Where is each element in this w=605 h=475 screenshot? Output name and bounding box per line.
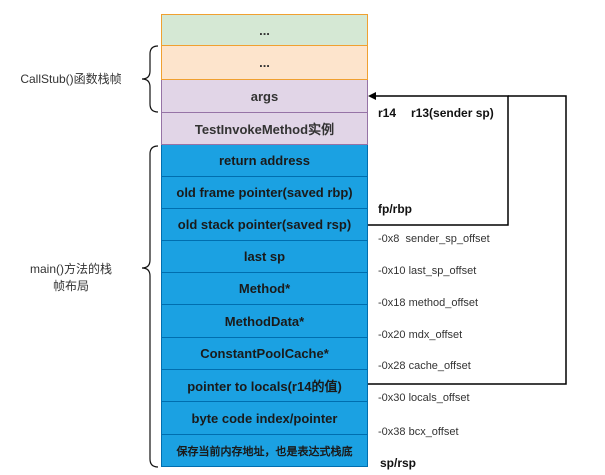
stack-cell-top-ellipsis: ... bbox=[161, 14, 368, 46]
stack-cell-byte-code-index: byte code index/pointer bbox=[161, 402, 368, 435]
sender-sp-arrow bbox=[368, 95, 509, 226]
stack-cell-method-data: MethodData* bbox=[161, 305, 368, 338]
stack-cell-method: Method* bbox=[161, 273, 368, 305]
callstub-brace bbox=[141, 45, 159, 113]
offset-locals: -0x30 locals_offset bbox=[378, 392, 470, 404]
locals-pointer-arrow bbox=[368, 95, 567, 385]
stack-cell-pointer-to-locals: pointer to locals(r14的值) bbox=[161, 370, 368, 402]
stack-cell-args: args bbox=[161, 80, 368, 113]
stack-cell-test-invoke-method: TestInvokeMethod实例 bbox=[161, 113, 368, 145]
fp-rbp-label: fp/rbp bbox=[378, 202, 412, 216]
main-frame-label-line2: 帧布局 bbox=[52, 279, 89, 293]
main-frame-label-line1: main()方法的栈 bbox=[29, 262, 112, 276]
offset-mdx: -0x20 mdx_offset bbox=[378, 329, 463, 341]
stack-cell-return-address: return address bbox=[161, 145, 368, 177]
callstub-frame-label: CallStub()函数栈帧 bbox=[20, 72, 122, 86]
stack-cell-old-frame-pointer: old frame pointer(saved rbp) bbox=[161, 177, 368, 209]
r14-label: r14 bbox=[378, 106, 397, 120]
r13-sender-sp-label: r13(sender sp) bbox=[411, 106, 494, 120]
stack-cell-last-sp: last sp bbox=[161, 241, 368, 273]
offset-method: -0x18 method_offset bbox=[378, 297, 479, 309]
stack-cell-constant-pool-cache: ConstantPoolCache* bbox=[161, 338, 368, 370]
sp-rsp-label: sp/rsp bbox=[380, 456, 417, 470]
stack-cell-old-stack-pointer: old stack pointer(saved rsp) bbox=[161, 209, 368, 241]
offset-sender-sp: -0x8 sender_sp_offset bbox=[378, 233, 490, 245]
main-frame-brace bbox=[141, 145, 159, 468]
offset-cache: -0x28 cache_offset bbox=[378, 360, 471, 372]
stack-cell-ellipsis: ... bbox=[161, 46, 368, 80]
offset-last-sp: -0x10 last_sp_offset bbox=[378, 265, 477, 277]
stack-cell-expression-stack-bottom: 保存当前内存地址，也是表达式栈底 bbox=[161, 435, 368, 467]
offset-bcx: -0x38 bcx_offset bbox=[378, 426, 459, 438]
